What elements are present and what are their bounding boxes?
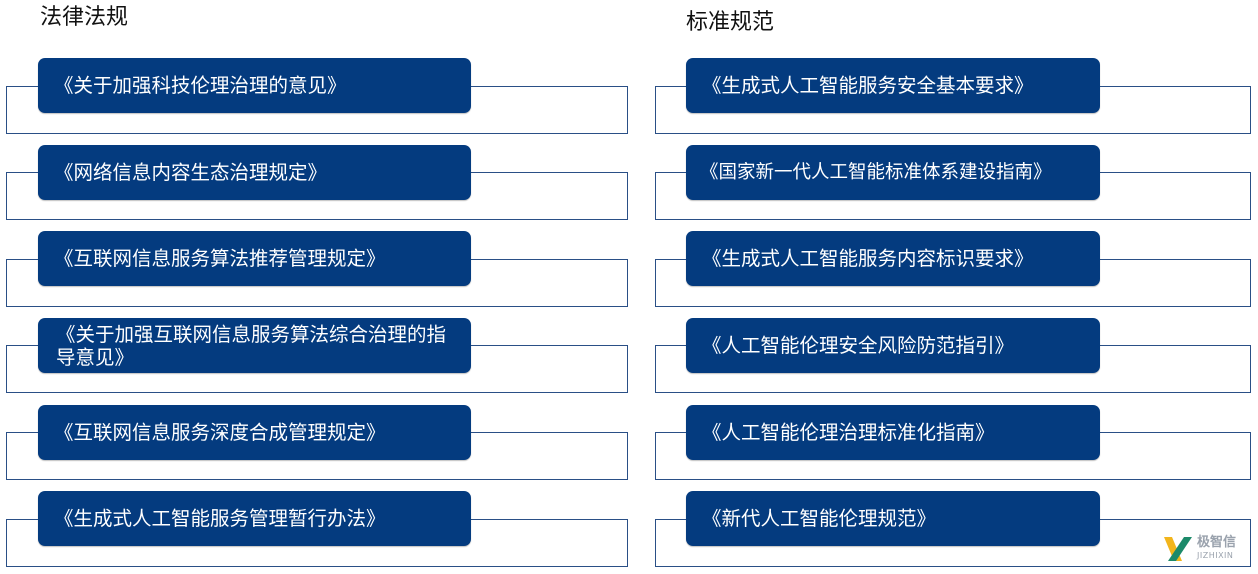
law-item-label: 《网络信息内容生态治理规定》 [54,161,328,184]
watermark-text: 极智信 [1197,535,1237,550]
standard-item: 《新代人工智能伦理规范》 [686,491,1100,546]
law-item: 《互联网信息服务算法推荐管理规定》 [38,231,471,286]
law-item: 《互联网信息服务深度合成管理规定》 [38,405,471,460]
law-item-label: 《关于加强科技伦理治理的意见》 [54,74,347,97]
standard-item: 《生成式人工智能服务内容标识要求》 [686,231,1100,286]
standard-item-label: 《生成式人工智能服务内容标识要求》 [702,247,1034,270]
standard-item: 《生成式人工智能服务安全基本要求》 [686,58,1100,113]
standard-item-label: 《人工智能伦理安全风险防范指引》 [702,334,1015,357]
standard-item-label: 《人工智能伦理治理标准化指南》 [702,421,995,444]
law-item: 《关于加强科技伦理治理的意见》 [38,58,471,113]
standard-item-label: 《生成式人工智能服务安全基本要求》 [702,74,1034,97]
standard-item: 《人工智能伦理治理标准化指南》 [686,405,1100,460]
watermark-logo: 极智信 JIZHIXIN [1162,534,1252,564]
standard-item-label: 《国家新一代人工智能标准体系建设指南》 [700,162,1052,183]
law-item: 《生成式人工智能服务管理暂行办法》 [38,491,471,546]
standard-item-label: 《新代人工智能伦理规范》 [702,507,937,530]
standard-item: 《国家新一代人工智能标准体系建设指南》 [686,145,1100,200]
law-item-label: 《生成式人工智能服务管理暂行办法》 [54,507,386,530]
standards-column-heading: 标准规范 [686,10,775,35]
x-logo-icon [1164,537,1192,561]
law-item-label: 《互联网信息服务算法推荐管理规定》 [54,247,386,270]
law-column-heading: 法律法规 [40,5,129,30]
law-item-label: 《关于加强互联网信息服务算法综合治理的指导意见》 [56,322,447,369]
standard-item: 《人工智能伦理安全风险防范指引》 [686,318,1100,373]
watermark-subtext: JIZHIXIN [1197,551,1234,560]
law-item: 《关于加强互联网信息服务算法综合治理的指导意见》 [38,318,471,373]
law-item: 《网络信息内容生态治理规定》 [38,145,471,200]
law-item-label: 《互联网信息服务深度合成管理规定》 [54,421,386,444]
